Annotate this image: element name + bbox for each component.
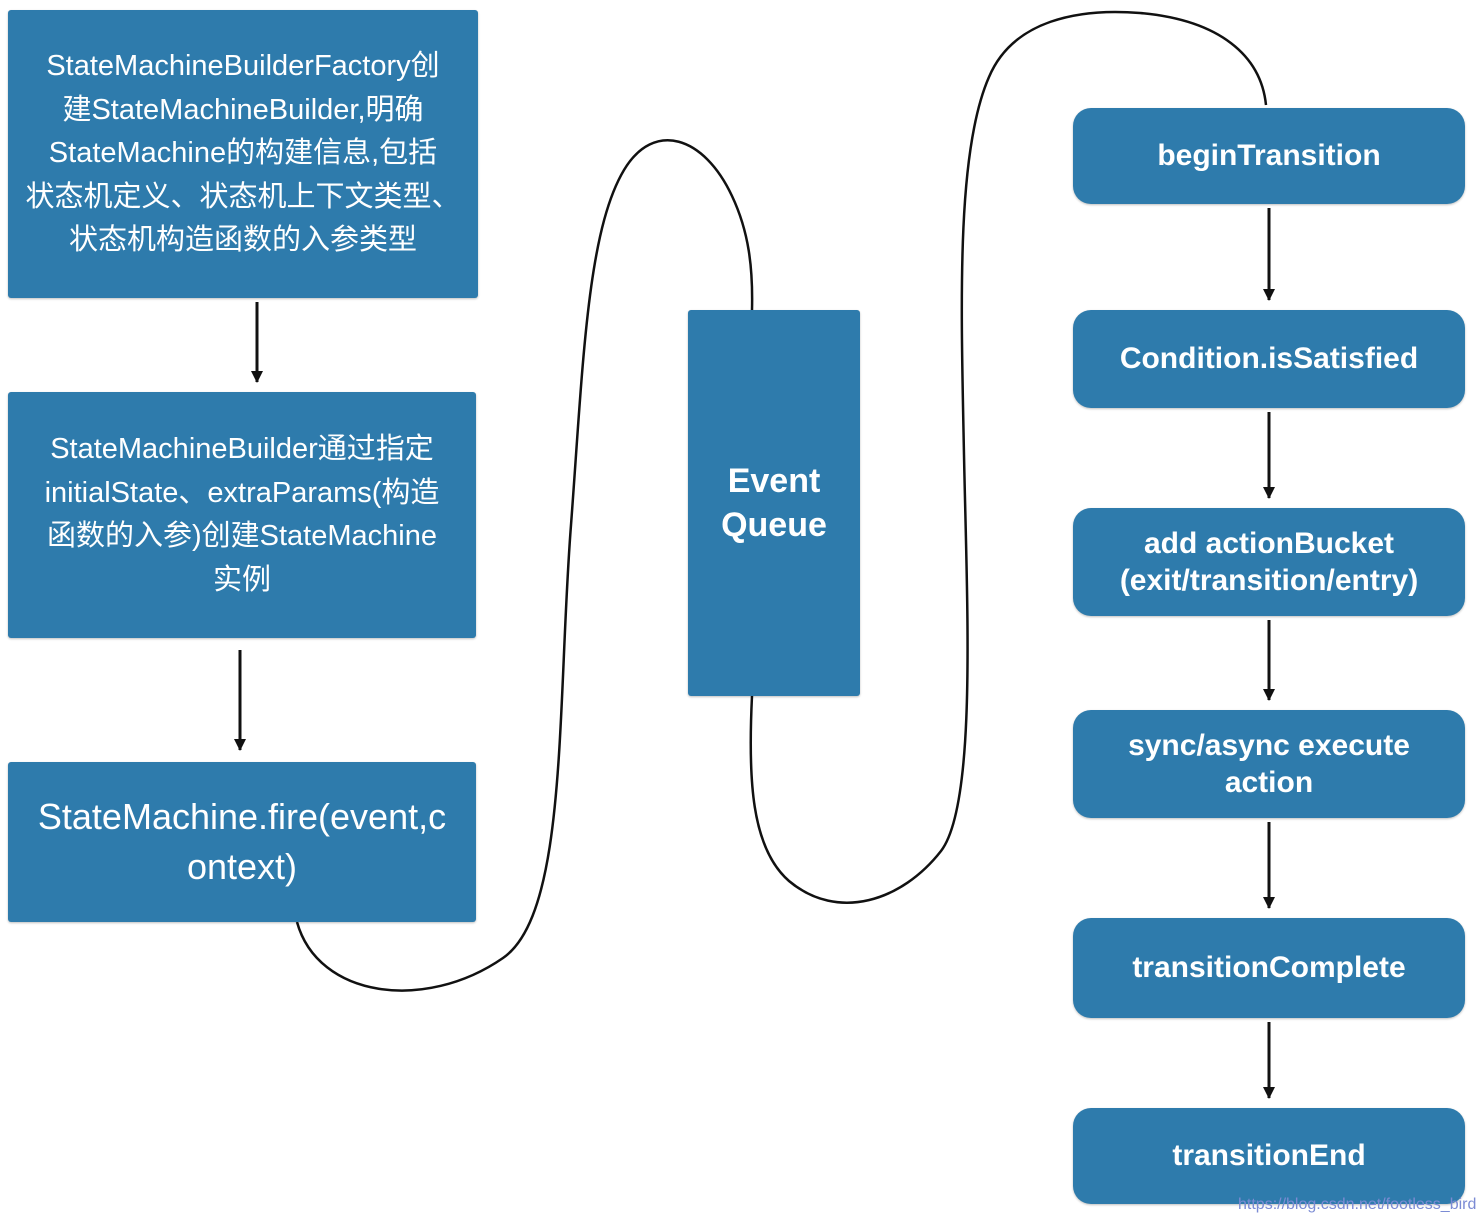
node-begin-transition: beginTransition — [1073, 108, 1465, 204]
watermark-url: https://blog.csdn.net/footless_bird — [1238, 1196, 1477, 1213]
node-create-instance: StateMachineBuilder通过指定 initialState、ext… — [8, 392, 476, 638]
node-event-queue: Event Queue — [688, 310, 860, 696]
node-label: beginTransition — [1157, 139, 1381, 173]
node-fire-event: StateMachine.fire(event,c ontext) — [8, 762, 476, 922]
node-transition-complete: transitionComplete — [1073, 918, 1465, 1018]
node-label: StateMachineBuilderFactory创 建StateMachin… — [25, 50, 461, 257]
node-label: Condition.isSatisfied — [1119, 342, 1419, 376]
node-add-action-bucket: add actionBucket (exit/transition/entry) — [1073, 508, 1465, 616]
node-builder-factory: StateMachineBuilderFactory创 建StateMachin… — [8, 10, 478, 298]
node-label: sync/async execute action — [1128, 728, 1410, 800]
node-label: add actionBucket (exit/transition/entry) — [1119, 526, 1419, 598]
node-condition-satisfied: Condition.isSatisfied — [1073, 310, 1465, 408]
node-transition-end: transitionEnd — [1073, 1108, 1465, 1204]
node-sync-async-execute: sync/async execute action — [1073, 710, 1465, 818]
node-label: transitionComplete — [1132, 951, 1406, 985]
node-label: transitionEnd — [1172, 1139, 1366, 1173]
node-label: Event Queue — [721, 461, 827, 544]
node-label: StateMachineBuilder通过指定 initialState、ext… — [44, 433, 440, 596]
node-label: StateMachine.fire(event,c ontext) — [37, 795, 447, 887]
